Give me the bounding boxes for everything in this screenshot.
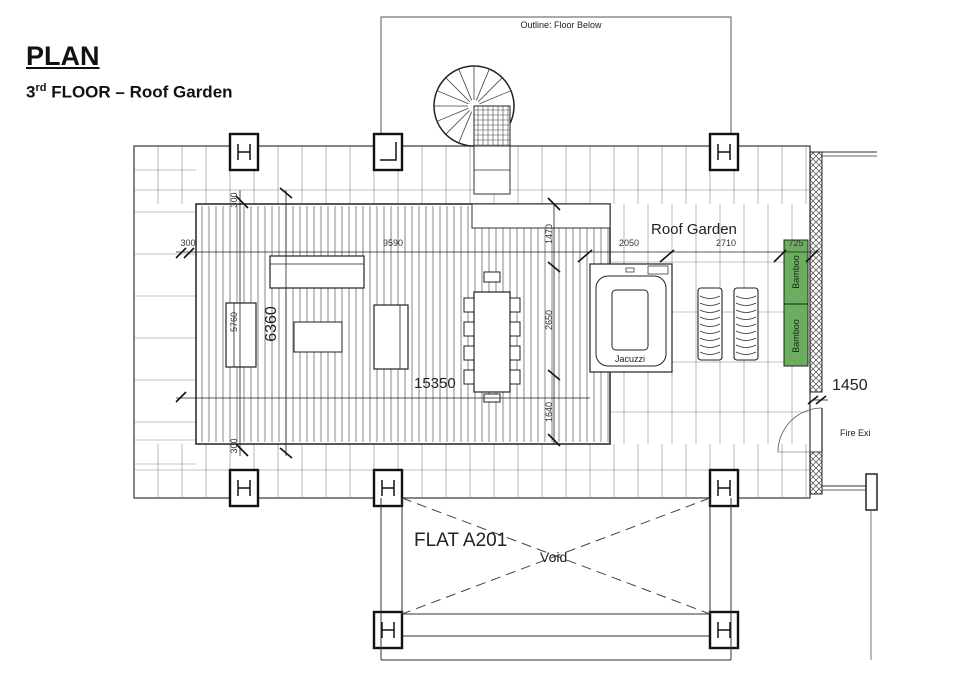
dimension-tick-12 xyxy=(659,249,675,263)
subtitle-floor-number: 3 xyxy=(26,82,36,102)
column-4 xyxy=(228,468,260,508)
sun-lounger-2 xyxy=(733,287,759,361)
dimension-tick-17 xyxy=(815,395,827,405)
dimension-tick-3 xyxy=(235,195,249,209)
dimension-tick-14 xyxy=(805,249,819,263)
title-block: PLAN 3rd FLOOR – Roof Garden xyxy=(26,40,233,105)
dimension-tick-4 xyxy=(235,443,249,457)
dimension-tick-13 xyxy=(773,249,787,263)
outline-floor-below xyxy=(380,16,732,146)
bamboo-label-1: Bamboo xyxy=(791,255,801,289)
column-2 xyxy=(372,132,404,172)
fire-exit-door xyxy=(777,407,823,453)
dim-300-left: 300 xyxy=(180,238,195,248)
jacuzzi xyxy=(589,263,673,373)
subtitle-rest: FLOOR – Roof Garden xyxy=(46,82,233,102)
dim-15350: 15350 xyxy=(414,375,456,392)
outline-below-label: Outline: Floor Below xyxy=(520,20,602,30)
dim-6360: 6360 xyxy=(263,306,280,342)
subtitle-ordinal: rd xyxy=(35,82,47,94)
dim-1470: 1470 xyxy=(544,224,554,244)
column-5 xyxy=(372,468,404,508)
dining-chair-left-2 xyxy=(463,321,475,337)
bamboo-planters xyxy=(783,239,809,367)
dim-1640: 1640 xyxy=(544,402,554,422)
dimension-tick-5 xyxy=(279,187,293,199)
dining-chair-right-4 xyxy=(509,369,521,385)
dim-9590: 9590 xyxy=(383,238,403,248)
dim-2710: 2710 xyxy=(716,238,736,248)
sun-loungers xyxy=(697,287,759,361)
column-8 xyxy=(708,610,740,650)
dim-5760: 5760 xyxy=(229,312,239,332)
spiral-staircase xyxy=(433,65,515,195)
dimension-tick-15 xyxy=(175,391,187,403)
bamboo-label-2: Bamboo xyxy=(791,319,801,353)
dimension-tick-11 xyxy=(577,249,593,263)
dimension-ticks xyxy=(175,187,827,459)
jacuzzi-label: Jacuzzi xyxy=(615,354,645,364)
dining-chair-right-2 xyxy=(509,321,521,337)
plan-subtitle: 3rd FLOOR – Roof Garden xyxy=(26,76,233,105)
dim-2650: 2650 xyxy=(544,310,554,330)
dining-chair-left-1 xyxy=(463,297,475,313)
dining-chair-left-3 xyxy=(463,345,475,361)
dimension-tick-8 xyxy=(547,261,561,273)
adjacent-building xyxy=(865,473,878,660)
hatched-wall xyxy=(809,151,877,495)
dimension-tick-2 xyxy=(183,247,195,259)
column-7 xyxy=(372,610,404,650)
dim-300-top: 300 xyxy=(229,192,239,207)
dining-chair-right-3 xyxy=(509,345,521,361)
flat-label: FLAT A201 xyxy=(414,530,507,551)
void-area xyxy=(380,497,732,661)
dining-chair-left-4 xyxy=(463,369,475,385)
dim-2050: 2050 xyxy=(619,238,639,248)
void-label: Void xyxy=(540,549,567,565)
dimension-tick-6 xyxy=(279,447,293,459)
roof-garden-label: Roof Garden xyxy=(651,221,737,238)
structural-columns xyxy=(228,132,740,650)
dim-725: 725 xyxy=(788,238,803,248)
column-1 xyxy=(228,132,260,172)
deck-notch xyxy=(471,203,611,229)
sun-lounger-1 xyxy=(697,287,723,361)
dim-1450: 1450 xyxy=(832,377,868,394)
dimension-tick-10 xyxy=(547,433,561,447)
column-3 xyxy=(708,132,740,172)
dim-300-bottom: 300 xyxy=(229,438,239,453)
dining-table-set xyxy=(463,271,521,403)
column-6 xyxy=(708,468,740,508)
dimension-tick-1 xyxy=(175,247,187,259)
dining-chair-right-1 xyxy=(509,297,521,313)
dimension-tick-7 xyxy=(547,197,561,211)
dimension-lines xyxy=(176,190,828,456)
plan-title: PLAN xyxy=(26,41,100,71)
dimension-tick-16 xyxy=(807,395,819,405)
fire-exit-label: Fire Exi xyxy=(840,428,871,438)
dining-chair-top xyxy=(483,271,501,283)
dimension-tick-9 xyxy=(547,369,561,381)
